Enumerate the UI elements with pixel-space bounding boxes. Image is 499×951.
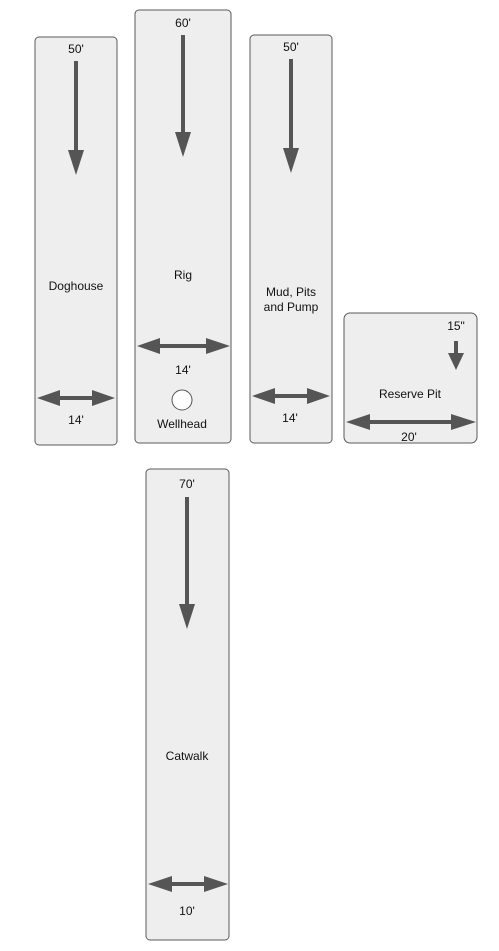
catwalk-width-label: 10'	[179, 904, 195, 918]
wellhead-label: Wellhead	[157, 417, 207, 431]
reserve-pit-box	[343, 312, 478, 444]
rig-down-arrow	[175, 35, 191, 157]
mud-name-line2: and Pump	[264, 300, 319, 314]
mud-length-label: 50'	[283, 40, 299, 54]
mud-pits-pump-block: 50' Mud, Pits and Pump 14'	[249, 34, 333, 444]
rig-width-arrow	[137, 338, 230, 354]
catwalk-name-label: Catwalk	[166, 749, 210, 763]
mud-down-arrow	[283, 59, 299, 173]
doghouse-block: 50' Doghouse 14'	[34, 36, 118, 446]
reserve-pit-block: 15" Reserve Pit 20'	[343, 312, 478, 444]
doghouse-length-label: 50'	[68, 42, 84, 56]
reserve-pit-width-label: 20'	[401, 430, 417, 444]
catwalk-box	[145, 468, 230, 941]
catwalk-length-label: 70'	[179, 477, 195, 491]
reserve-pit-name-label: Reserve Pit	[379, 387, 442, 401]
catwalk-block: 70' Catwalk 10'	[145, 468, 230, 941]
rig-box	[134, 9, 232, 444]
doghouse-down-arrow	[68, 61, 84, 175]
mud-name-line1: Mud, Pits	[266, 285, 316, 299]
mud-width-arrow	[252, 388, 330, 404]
wellhead-symbol	[171, 389, 193, 411]
rig-block: 60' Rig 14' Wellhead	[134, 9, 232, 444]
reserve-pit-depth-label: 15"	[447, 319, 465, 333]
rig-name-label: Rig	[174, 268, 192, 282]
rig-length-label: 60'	[175, 16, 191, 30]
doghouse-name-label: Doghouse	[49, 279, 104, 293]
doghouse-width-label: 14'	[68, 413, 84, 427]
mud-pits-pump-box	[249, 34, 333, 444]
rig-width-label: 14'	[175, 363, 191, 377]
reserve-pit-down-arrow	[448, 341, 464, 370]
mud-width-label: 14'	[282, 411, 298, 425]
reserve-pit-width-arrow	[346, 414, 476, 430]
doghouse-width-arrow	[37, 390, 115, 406]
doghouse-box	[34, 36, 118, 446]
catwalk-down-arrow	[179, 497, 195, 629]
catwalk-width-arrow	[148, 876, 228, 892]
